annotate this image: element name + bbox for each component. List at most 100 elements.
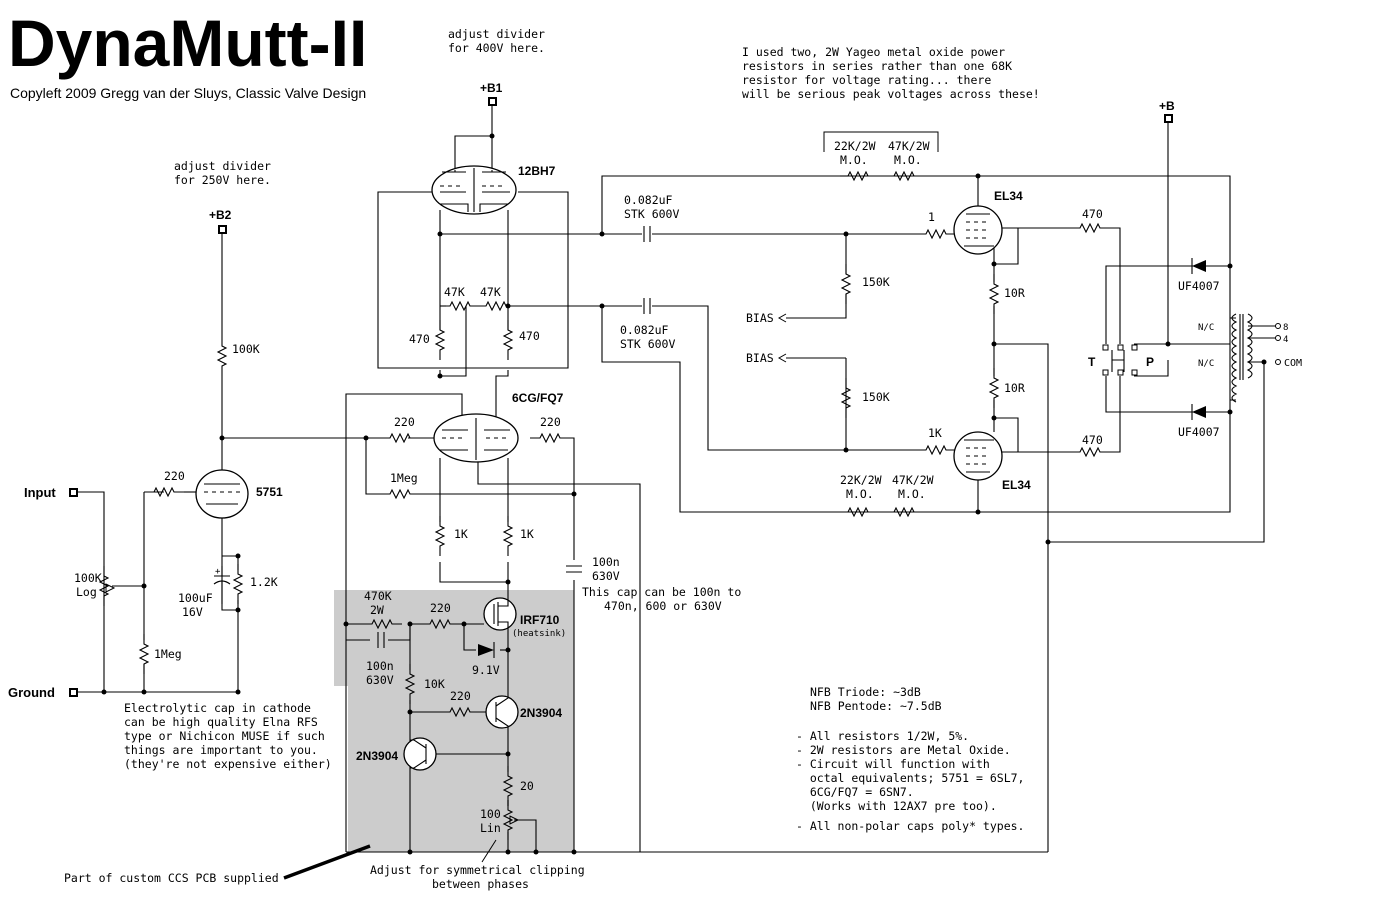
svg-text:22K/2W: 22K/2W: [834, 139, 876, 153]
svg-text:220: 220: [430, 601, 451, 615]
svg-text:220: 220: [540, 415, 561, 429]
tube-el34-bottom: EL34: [953, 431, 1031, 492]
svg-text:1K: 1K: [454, 527, 468, 541]
svg-text:(Works with 12AX7 pre too).: (Works with 12AX7 pre too).: [796, 799, 997, 813]
note-bracket: [823, 131, 939, 152]
svg-text:(heatsink): (heatsink): [512, 629, 566, 639]
svg-text:Log: Log: [76, 585, 97, 599]
svg-text:220: 220: [394, 415, 415, 429]
svg-text:BIAS: BIAS: [746, 351, 774, 365]
svg-text:things are important to you.: things are important to you.: [124, 743, 318, 757]
svg-text:47K/2W: 47K/2W: [892, 473, 934, 487]
svg-text:Input: Input: [24, 485, 56, 500]
svg-text:adjust divider: adjust divider: [448, 27, 545, 41]
svg-text:0.082uF: 0.082uF: [624, 193, 673, 207]
terminal-b1: +B1: [480, 81, 503, 106]
svg-text:1: 1: [928, 210, 935, 224]
svg-text:STK 600V: STK 600V: [624, 207, 679, 221]
svg-text:BIAS: BIAS: [746, 311, 774, 325]
svg-text:630V: 630V: [366, 673, 394, 687]
svg-text:12BH7: 12BH7: [518, 164, 556, 178]
note-general: - All resistors 1/2W, 5%. - 2W resistors…: [796, 729, 1024, 833]
svg-text:M.O.: M.O.: [898, 487, 926, 501]
terminal-b2: +B2: [209, 208, 232, 234]
svg-text:Adjust for symmetrical clippin: Adjust for symmetrical clipping: [370, 863, 585, 877]
svg-text:100uF: 100uF: [178, 591, 213, 605]
svg-text:resistors in series rather tha: resistors in series rather than one 68K: [742, 59, 1012, 73]
diode-uf4007-bottom: UF4007: [1178, 404, 1220, 439]
svg-text:- 2W resistors are Metal Oxide: - 2W resistors are Metal Oxide.: [796, 743, 1011, 757]
adjust-pointer: [481, 839, 497, 863]
svg-text:47K: 47K: [480, 285, 501, 299]
svg-text:1K: 1K: [520, 527, 534, 541]
terminal-bias-1: BIAS: [746, 311, 787, 325]
mosfet-irf710: IRF710 (heatsink): [483, 597, 566, 639]
svg-text:for 400V here.: for 400V here.: [448, 41, 545, 55]
svg-text:8: 8: [1283, 323, 1288, 333]
copyright-line: Copyleft 2009 Gregg van der Sluys, Class…: [10, 85, 366, 101]
svg-text:6CG/FQ7 = 6SN7.: 6CG/FQ7 = 6SN7.: [796, 785, 914, 799]
svg-text:M.O.: M.O.: [840, 153, 868, 167]
svg-text:+B1: +B1: [480, 81, 503, 95]
svg-text:- All resistors 1/2W, 5%.: - All resistors 1/2W, 5%.: [796, 729, 969, 743]
junction-dots: [101, 133, 1267, 855]
svg-text:IRF710: IRF710: [520, 613, 560, 627]
svg-text:470: 470: [1082, 207, 1103, 221]
svg-text:470K: 470K: [364, 589, 392, 603]
note-b1-divider: adjust divider for 400V here.: [448, 27, 545, 55]
svg-text:Lin: Lin: [480, 821, 501, 835]
note-nfb: NFB Triode: ~3dB NFB Pentode: ~7.5dB: [810, 685, 942, 713]
svg-text:I used two, 2W Yageo metal oxi: I used two, 2W Yageo metal oxide power: [742, 45, 1005, 59]
svg-text:470: 470: [1082, 433, 1103, 447]
svg-text:100n: 100n: [366, 659, 394, 673]
svg-text:This cap can be 100n to: This cap can be 100n to: [582, 585, 741, 599]
svg-text:2N3904: 2N3904: [520, 706, 562, 720]
svg-text:100n: 100n: [592, 555, 620, 569]
resistor-1meg-input: [139, 633, 149, 675]
resistor-1k-el34-top: [915, 229, 957, 239]
svg-text:47K: 47K: [444, 285, 465, 299]
svg-text:NFB Pentode: ~7.5dB: NFB Pentode: ~7.5dB: [810, 699, 942, 713]
svg-text:EL34: EL34: [1002, 478, 1031, 492]
diode-uf4007-top: UF4007: [1178, 258, 1220, 293]
resistor-1k-cathode-b: [503, 515, 513, 557]
svg-text:9.1V: 9.1V: [472, 663, 500, 677]
svg-text:1K: 1K: [928, 426, 942, 440]
svg-text:UF4007: UF4007: [1178, 279, 1220, 293]
svg-text:N/C: N/C: [1198, 359, 1214, 369]
svg-text:+: +: [215, 567, 221, 577]
cap-082-top: [643, 226, 651, 242]
resistor-150k-a: [841, 263, 851, 305]
resistor-220-grid-b: [529, 433, 571, 443]
tube-el34-top: EL34: [953, 189, 1023, 255]
capacitors: +: [213, 226, 651, 648]
resistor-470-el34-bottom: [1069, 447, 1111, 457]
resistor-470-el34-top: [1069, 223, 1111, 233]
note-output-cap: This cap can be 100n to 470n, 600 or 630…: [582, 585, 741, 613]
svg-text:will be serious peak voltages: will be serious peak voltages across the…: [742, 87, 1040, 101]
svg-text:+B: +B: [1159, 99, 1175, 113]
svg-text:- All non-polar caps poly* typ: - All non-polar caps poly* types.: [796, 819, 1024, 833]
svg-text:10R: 10R: [1004, 286, 1025, 300]
svg-text:100K: 100K: [74, 571, 102, 585]
note-b2-divider: adjust divider for 250V here.: [174, 159, 271, 187]
svg-text:2N3904: 2N3904: [356, 749, 398, 763]
svg-text:1Meg: 1Meg: [154, 647, 182, 661]
resistor-470-b: [503, 319, 513, 361]
svg-text:16V: 16V: [182, 605, 203, 619]
svg-text:0.082uF: 0.082uF: [620, 323, 669, 337]
svg-text:Electrolytic cap in cathode: Electrolytic cap in cathode: [124, 701, 311, 715]
svg-text:100K: 100K: [232, 342, 260, 356]
resistor-10r-a: [989, 273, 999, 315]
svg-text:630V: 630V: [592, 569, 620, 583]
tube-5751: 5751: [195, 469, 283, 519]
svg-text:Ground: Ground: [8, 685, 55, 700]
terminal-input: Input: [24, 485, 78, 500]
svg-text:M.O.: M.O.: [894, 153, 922, 167]
tube-6cg-fq7: 6CG/FQ7: [433, 391, 564, 463]
component-labels: 100K 220 1.2K 100uF 16V 100K Log 1Meg 22…: [74, 139, 1103, 835]
cap-100n-ccs: [377, 632, 385, 648]
terminal-ground: Ground: [8, 685, 78, 700]
pcb-pointer: [283, 844, 371, 880]
pot-wiper-input: [105, 583, 116, 593]
